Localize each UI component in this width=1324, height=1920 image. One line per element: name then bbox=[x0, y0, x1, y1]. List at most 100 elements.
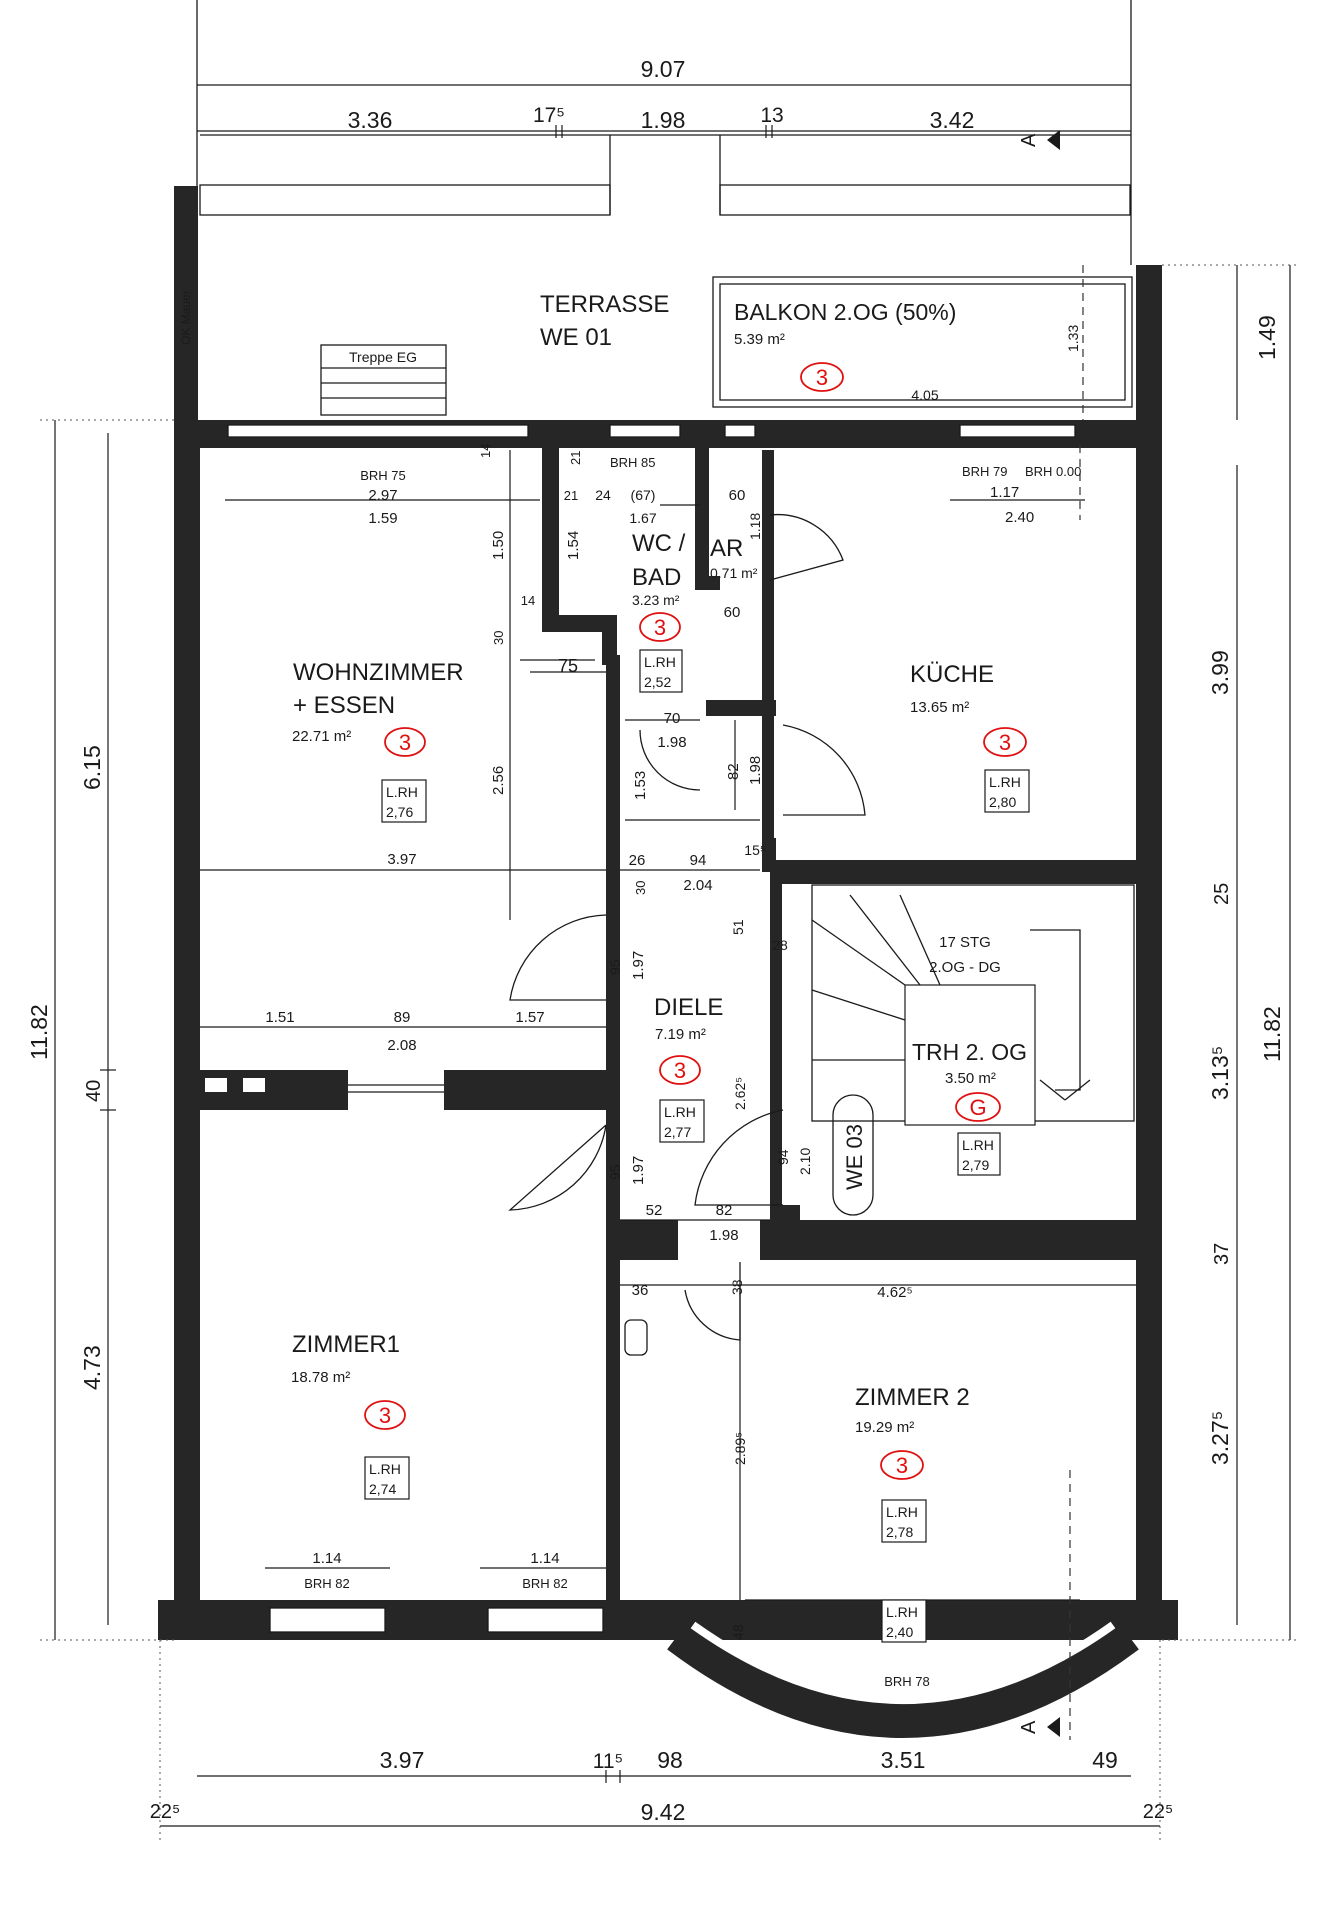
dim-left-1182: 11.82 bbox=[26, 1004, 52, 1060]
stair-steps: 17 STG bbox=[939, 934, 991, 951]
dim-155: 15⁵ bbox=[744, 842, 765, 858]
svg-text:G: G bbox=[969, 1095, 986, 1120]
right-dimensions bbox=[1162, 264, 1300, 1641]
dim-94b: 94 bbox=[775, 1149, 791, 1165]
diele-badge: 3 bbox=[659, 1055, 701, 1085]
dim-118: 1.18 bbox=[747, 513, 763, 540]
dim-297: 2.97 bbox=[368, 487, 397, 504]
dim-top-342: 3.42 bbox=[930, 107, 975, 133]
svg-text:L.RH: L.RH bbox=[369, 1461, 401, 1477]
dim-208: 2.08 bbox=[387, 1037, 416, 1054]
svg-text:2,40: 2,40 bbox=[886, 1624, 913, 1640]
dim-2895: 2.89⁵ bbox=[732, 1432, 748, 1465]
dim-159: 1.59 bbox=[368, 510, 397, 527]
windows-top bbox=[227, 424, 1076, 438]
wohn-name-2: + ESSEN bbox=[293, 692, 395, 719]
ok-mauer-label: OK Mauer bbox=[179, 290, 193, 345]
brh-78: BRH 78 bbox=[884, 1674, 930, 1689]
balcony-area: 5.39 m² bbox=[734, 331, 785, 348]
dim-48: 48 bbox=[730, 1624, 746, 1640]
balcony-badge: 3 bbox=[800, 362, 844, 392]
dim-14a: 14 bbox=[478, 444, 493, 458]
dim-198a: 1.98 bbox=[657, 734, 686, 751]
kueche-height-box: L.RH 2,80 bbox=[984, 769, 1030, 813]
svg-text:3: 3 bbox=[399, 730, 411, 755]
kueche-badge: 3 bbox=[983, 727, 1027, 757]
dim-95b: 95 bbox=[607, 1164, 623, 1180]
dim-right-3135: 3.13⁵ bbox=[1207, 1046, 1233, 1100]
trh-area: 3.50 m² bbox=[945, 1070, 996, 1087]
dim-top-175: 17⁵ bbox=[533, 104, 565, 127]
dim-95a: 95 bbox=[607, 959, 623, 975]
svg-text:A: A bbox=[1018, 133, 1040, 147]
svg-text:L.RH: L.RH bbox=[989, 774, 1021, 790]
svg-text:L.RH: L.RH bbox=[386, 784, 418, 800]
stair-floors: 2.OG - DG bbox=[929, 959, 1001, 976]
dim-top-336: 3.36 bbox=[348, 107, 393, 133]
bottom-dimensions bbox=[159, 1640, 1161, 1840]
dim-67: (67) bbox=[631, 487, 656, 503]
brh-75: BRH 75 bbox=[360, 468, 406, 483]
bay-height-box: L.RH2,40 bbox=[881, 1599, 927, 1643]
left-dimensions bbox=[40, 419, 174, 1641]
dim-240: 2.40 bbox=[1005, 509, 1034, 526]
dim-70: 70 bbox=[664, 710, 681, 727]
z1-badge: 3 bbox=[364, 1400, 406, 1430]
dim-114b: 1.14 bbox=[530, 1550, 559, 1567]
dim-right-25: 25 bbox=[1211, 883, 1233, 905]
diele-name: DIELE bbox=[654, 994, 723, 1021]
windows-bottom bbox=[269, 1607, 604, 1633]
ar-name: AR bbox=[710, 535, 743, 562]
dim-38: 38 bbox=[729, 1279, 745, 1295]
dim-balcony-depth: 1.33 bbox=[1065, 325, 1081, 352]
dim-bot-98: 98 bbox=[657, 1747, 683, 1773]
doors bbox=[508, 513, 866, 1356]
sliding-door bbox=[205, 1068, 444, 1112]
svg-text:2,79: 2,79 bbox=[962, 1157, 989, 1173]
wc-height-box: L.RH 2,52 bbox=[639, 649, 683, 693]
wc-badge: 3 bbox=[639, 612, 681, 642]
dim-right-149: 1.49 bbox=[1254, 315, 1280, 360]
balcony-name: BALKON 2.OG (50%) bbox=[734, 299, 956, 325]
svg-text:3: 3 bbox=[999, 730, 1011, 755]
svg-text:L.RH: L.RH bbox=[644, 654, 676, 670]
dim-bot-115: 11⁵ bbox=[593, 1750, 624, 1773]
dim-52: 52 bbox=[646, 1202, 663, 1219]
z2-name: ZIMMER 2 bbox=[855, 1384, 970, 1411]
wc-name-2: BAD bbox=[632, 564, 681, 591]
svg-text:3: 3 bbox=[654, 615, 666, 640]
svg-text:2,52: 2,52 bbox=[644, 674, 671, 690]
diele-height-box: L.RH2,77 bbox=[659, 1099, 705, 1143]
svg-text:L.RH: L.RH bbox=[962, 1137, 994, 1153]
kueche-name: KÜCHE bbox=[910, 661, 994, 688]
z1-area: 18.78 m² bbox=[291, 1369, 350, 1386]
top-dimensions bbox=[197, 84, 1131, 138]
dim-2625: 2.62⁵ bbox=[732, 1077, 748, 1110]
dim-153: 1.53 bbox=[632, 771, 649, 800]
interior-dimension-lines bbox=[200, 450, 1136, 1600]
dim-82a: 82 bbox=[725, 763, 742, 780]
terrace-area bbox=[174, 0, 1133, 420]
section-marker-top: A bbox=[1018, 130, 1060, 150]
svg-text:L.RH: L.RH bbox=[664, 1104, 696, 1120]
dim-397-room: 3.97 bbox=[387, 851, 416, 868]
svg-text:A: A bbox=[1018, 1720, 1040, 1734]
dim-197a: 1.97 bbox=[630, 951, 647, 980]
dim-197b: 1.97 bbox=[630, 1156, 647, 1185]
svg-text:2,80: 2,80 bbox=[989, 794, 1016, 810]
dim-top-13: 13 bbox=[760, 104, 783, 127]
brh-000: BRH 0.00 bbox=[1025, 464, 1081, 479]
dim-21a: 21 bbox=[568, 451, 583, 465]
dim-right-37: 37 bbox=[1211, 1243, 1233, 1265]
dim-right-3275: 3.27⁵ bbox=[1207, 1411, 1233, 1465]
dim-60a: 60 bbox=[729, 487, 746, 504]
dim-bot-49: 49 bbox=[1092, 1747, 1118, 1773]
svg-text:3: 3 bbox=[816, 365, 828, 390]
svg-text:2,76: 2,76 bbox=[386, 804, 413, 820]
dim-bot-225-right: 22⁵ bbox=[1143, 1801, 1174, 1823]
z2-badge: 3 bbox=[880, 1450, 924, 1480]
dim-114a: 1.14 bbox=[312, 1550, 341, 1567]
diele-area: 7.19 m² bbox=[655, 1026, 706, 1043]
dim-198c: 1.98 bbox=[709, 1227, 738, 1244]
